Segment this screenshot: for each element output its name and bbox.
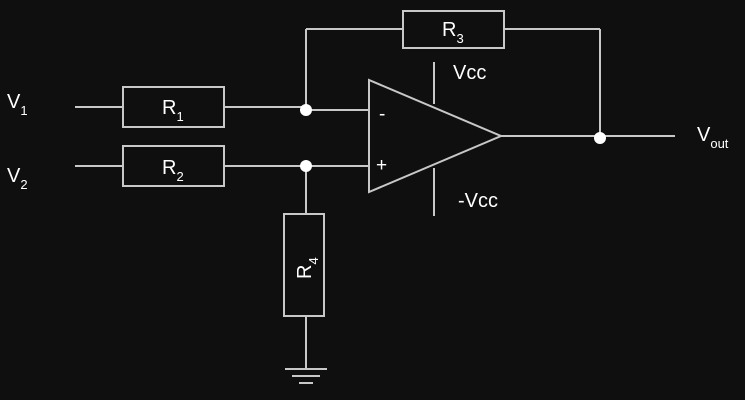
node-dot-non-inverting <box>300 160 312 172</box>
inverting-input-sign: - <box>379 104 385 125</box>
ground-icon <box>285 368 327 384</box>
node-dot-output <box>594 132 606 144</box>
label-v2: V2 <box>7 165 28 192</box>
label-r3: R3 <box>442 19 464 46</box>
resistor-r4 <box>283 213 325 317</box>
label-vout: Vout <box>697 124 729 151</box>
label-v1: V1 <box>7 91 28 118</box>
non-inverting-input-sign: + <box>376 155 387 176</box>
label-vcc: Vcc <box>453 62 486 84</box>
label-r2: R2 <box>162 157 184 184</box>
opamp-triangle <box>368 78 504 194</box>
label-r1: R1 <box>162 97 184 124</box>
label-r4: R4 <box>294 257 321 279</box>
node-dot-inverting <box>300 104 312 116</box>
label-negative-vcc: -Vcc <box>458 190 498 212</box>
